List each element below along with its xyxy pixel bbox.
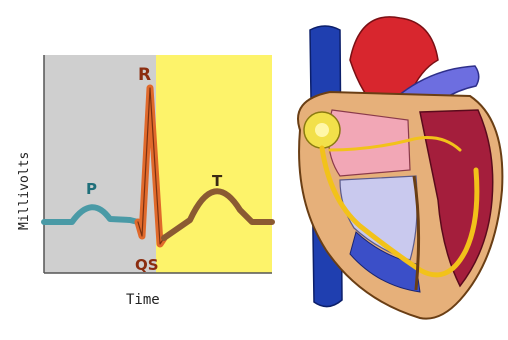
ecg-svg: P R QS T Millivolts Time <box>0 0 290 336</box>
t-wave-label: T <box>212 172 223 190</box>
heart-illustration <box>270 0 508 336</box>
x-axis-label: Time <box>126 292 160 308</box>
y-axis-label: Millivolts <box>17 152 32 230</box>
r-wave-label: R <box>138 65 151 85</box>
ecg-panel: P R QS T Millivolts Time <box>0 0 290 336</box>
qs-wave-label: QS <box>135 256 159 274</box>
heart-svg <box>270 0 508 336</box>
ventricular-phase-region <box>156 55 272 273</box>
p-wave-label: P <box>86 180 97 198</box>
sa-node-core <box>315 123 329 137</box>
atrial-phase-region <box>44 55 156 273</box>
